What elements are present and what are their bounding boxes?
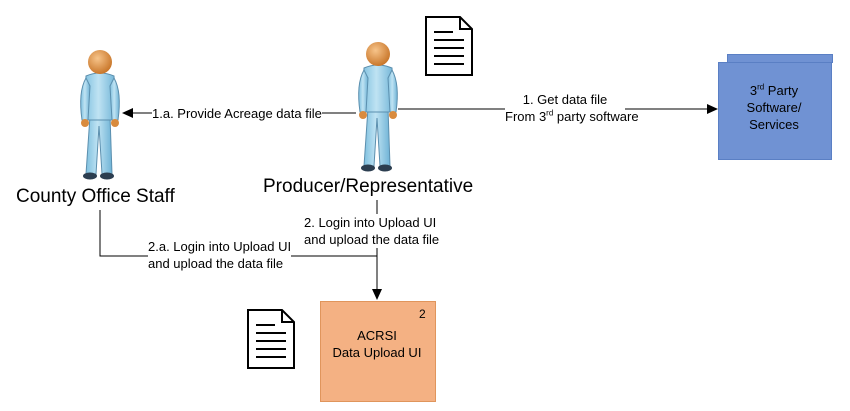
acrsi-step-number: 2	[419, 307, 426, 321]
arrowhead-icon	[372, 289, 382, 300]
county-staff-person-icon	[80, 49, 120, 180]
producer-login-label: 2. Login into Upload UI and upload the d…	[304, 214, 440, 248]
acrsi-label: ACRSI Data Upload UI	[332, 328, 422, 360]
producer-person-icon	[358, 41, 398, 172]
third-party-box	[718, 62, 832, 160]
third-party-label: 3rd Party Software/ Services	[746, 82, 802, 132]
third-party-box-shadow	[727, 54, 833, 63]
county-login-label: 2.a. Login into Upload UI and upload the…	[148, 238, 292, 272]
county-staff-label: County Office Staff	[16, 186, 175, 207]
data-file-document-icon	[425, 16, 473, 76]
upload-file-document-icon	[247, 309, 295, 369]
provide-file-label: 1.a. Provide Acreage data file	[152, 105, 322, 122]
acrsi-upload-box	[320, 301, 436, 402]
producer-label: Producer/Representative	[263, 176, 474, 197]
get-file-label: 1. Get data file From 3rd party software	[505, 91, 639, 125]
arrowhead-icon	[707, 104, 718, 114]
arrowhead-icon	[122, 108, 133, 118]
